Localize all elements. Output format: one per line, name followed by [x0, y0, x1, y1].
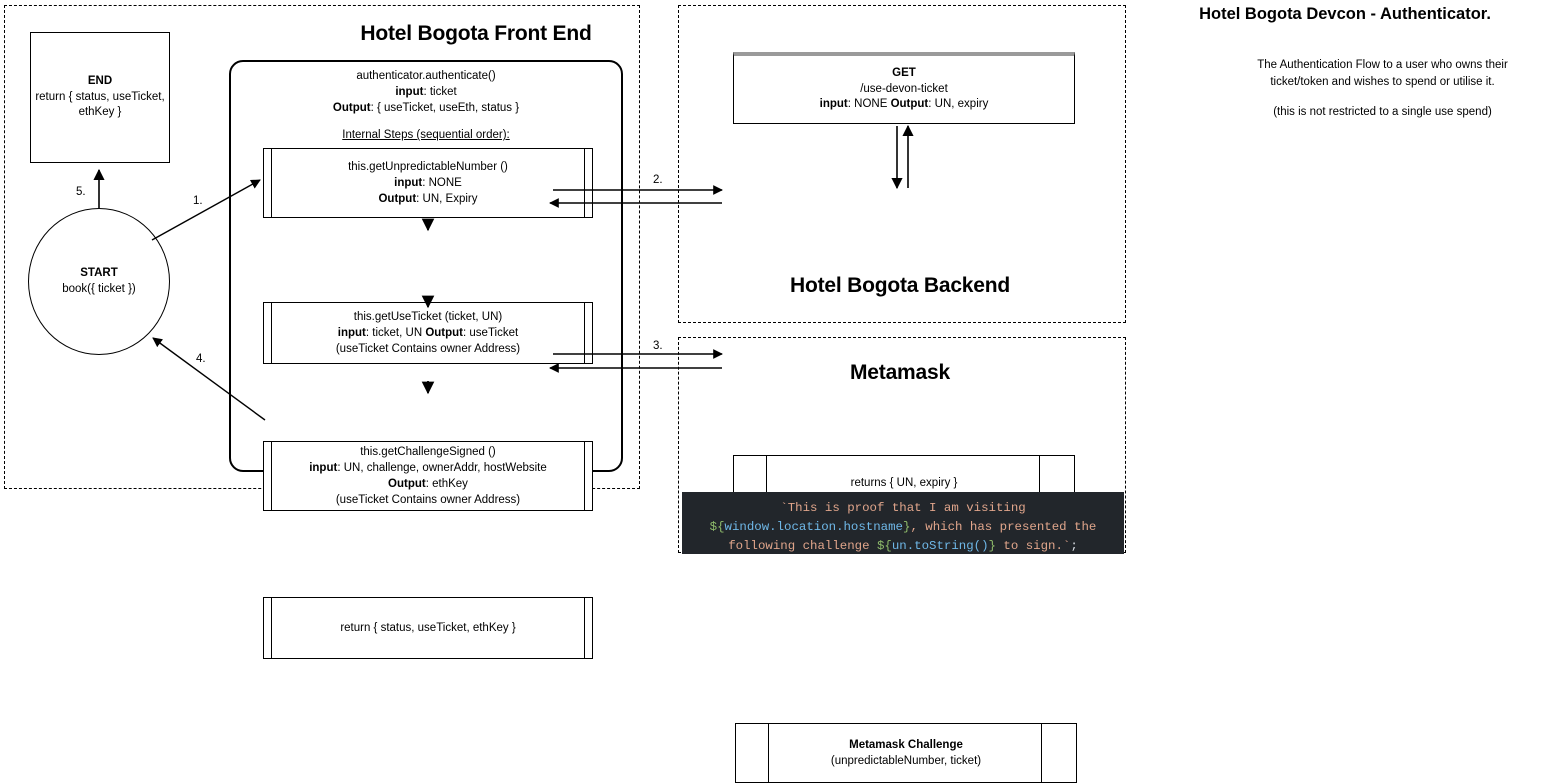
step-label-1: 1. — [193, 195, 203, 207]
step-label-3: 3. — [653, 340, 663, 352]
step-label-5: 5. — [76, 186, 86, 198]
diagram-canvas: Hotel Bogota Front End Hotel Bogota Back… — [4, 5, 1535, 783]
step-1-signature: this.getUnpredictableNumber () — [348, 160, 508, 173]
step-label-2: 2. — [653, 174, 663, 186]
step-3-output-label: Output — [388, 478, 426, 490]
step-2-input-value: : ticket, UN — [365, 326, 426, 339]
get-output-label: Output — [890, 98, 929, 111]
step-2-output-label: Output — [425, 326, 464, 339]
metamask-challenge-sub: (unpredictableNumber, ticket) — [830, 755, 982, 767]
step-3-input-value: : UN, challenge, ownerAddr, hostWebsite — [337, 461, 547, 474]
step-2-output-value: : useTicket — [463, 326, 519, 339]
step-get-use-ticket[interactable]: this.getUseTicket (ticket, UN) input: ti… — [263, 302, 593, 364]
code-segment-string-1: `This is proof that I am visiting — [780, 501, 1026, 515]
metamask-challenge-node[interactable]: Metamask Challenge (unpredictableNumber,… — [735, 723, 1077, 783]
page-description-line-2: ticket/token and wishes to spend or util… — [1270, 75, 1495, 88]
authenticate-container — [229, 60, 623, 472]
start-node-line-1: book({ ticket }) — [62, 282, 136, 295]
get-path: /use-devon-ticket — [860, 82, 948, 95]
backend-get-endpoint[interactable]: GET /use-devon-ticket input: NONE Output… — [733, 52, 1075, 124]
lane-metamask-title: Metamask — [850, 361, 950, 384]
code-segment-string-2: , which has presented the following chal… — [728, 520, 1097, 554]
lane-frontend-title: Hotel Bogota Front End — [360, 22, 592, 45]
code-segment-template-open-1: ${ — [709, 520, 725, 535]
step-1-input-label: input — [394, 176, 423, 189]
step-1-input-value: : NONE — [422, 176, 462, 189]
metamask-code-snippet: `This is proof that I am visiting ${wind… — [682, 492, 1124, 554]
page-description-line-3: (this is not restricted to a single use … — [1273, 106, 1492, 119]
step-3-output-value: : ethKey — [425, 478, 468, 490]
authenticate-output: Output: { useTicket, useEth, status } — [332, 102, 520, 115]
step-3-input-label: input — [309, 461, 338, 474]
end-node-line-2: ethKey } — [78, 106, 122, 119]
step-2-note: (useTicket Contains owner Address) — [335, 343, 521, 356]
metamask-challenge-title: Metamask Challenge — [849, 738, 963, 751]
lane-backend-title: Hotel Bogota Backend — [789, 274, 1011, 297]
get-method: GET — [892, 67, 916, 80]
backend-returns-text: returns { UN, expiry } — [850, 477, 958, 490]
end-node[interactable]: END return { status, useTicket, ethKey } — [30, 32, 170, 163]
start-node-title: START — [80, 266, 118, 279]
authenticate-signature: authenticator.authenticate() — [356, 70, 496, 82]
lane-backend — [678, 5, 1126, 323]
code-segment-template-close-2: } — [988, 539, 996, 554]
step-1-output-label: Output — [378, 193, 417, 206]
spacer — [235, 116, 617, 127]
code-segment-string-3: to sign.` — [995, 539, 1071, 554]
step-1-output-value: : UN, Expiry — [416, 193, 478, 206]
internal-steps-label: Internal Steps (sequential order): — [342, 129, 510, 142]
get-input-value: : NONE — [847, 98, 891, 111]
step-2-input-label: input — [337, 326, 366, 339]
code-segment-expression-2: un.toString() — [891, 539, 989, 554]
page-title: Hotel Bogota Devcon - Authenticator. — [1199, 5, 1491, 23]
code-segment-semicolon: ; — [1070, 539, 1078, 554]
code-segment-template-open-2: ${ — [876, 539, 892, 554]
return-node-text: return { status, useTicket, ethKey } — [340, 621, 516, 634]
spacer — [1230, 90, 1535, 104]
code-segment-template-close-1: } — [903, 520, 911, 535]
end-node-line-1: return { status, useTicket, — [35, 90, 165, 103]
start-node[interactable]: START book({ ticket }) — [28, 208, 170, 355]
authenticate-input: input: ticket — [395, 86, 457, 99]
step-2-signature: this.getUseTicket (ticket, UN) — [353, 310, 503, 323]
step-label-4: 4. — [196, 353, 206, 365]
get-output-value: : UN, expiry — [928, 98, 989, 111]
page-description: The Authentication Flow to a user who ow… — [1230, 57, 1535, 121]
end-node-title: END — [87, 75, 113, 88]
code-segment-expression-1: window.location.hostname — [724, 520, 903, 535]
step-3-signature: this.getChallengeSigned () — [360, 445, 496, 458]
step-return[interactable]: return { status, useTicket, ethKey } — [263, 597, 593, 659]
page-description-line-1: The Authentication Flow to a user who ow… — [1257, 59, 1508, 71]
get-input-label: input — [819, 98, 848, 111]
step-get-unpredictable-number[interactable]: this.getUnpredictableNumber () input: NO… — [263, 148, 593, 218]
step-get-challenge-signed[interactable]: this.getChallengeSigned () input: UN, ch… — [263, 441, 593, 511]
authenticate-header: authenticator.authenticate() input: tick… — [235, 68, 617, 143]
step-3-note: (useTicket Contains owner Address) — [335, 494, 521, 507]
